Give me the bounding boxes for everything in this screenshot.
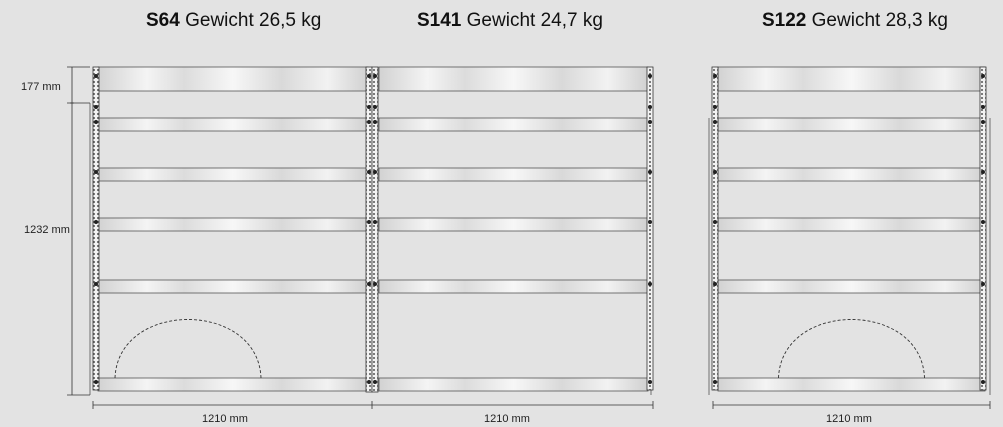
- shelf-board: [378, 217, 649, 232]
- mounting-hole: [373, 220, 377, 224]
- width-label-s64: 1210 mm: [202, 413, 248, 425]
- mounting-hole: [713, 282, 717, 286]
- shelf-board: [378, 167, 649, 182]
- mounting-hole: [94, 120, 98, 124]
- product-code: S122: [762, 10, 807, 31]
- mounting-hole: [713, 170, 717, 174]
- shelf-board: [378, 279, 649, 294]
- mounting-hole: [94, 282, 98, 286]
- upright-post: [371, 66, 379, 393]
- shelf-board: [717, 217, 986, 232]
- mounting-hole: [981, 282, 985, 286]
- mounting-hole: [713, 120, 717, 124]
- shelf-board: [717, 279, 986, 294]
- top-panel: [717, 66, 986, 92]
- mounting-hole: [373, 282, 377, 286]
- mounting-hole: [373, 170, 377, 174]
- mounting-hole: [981, 220, 985, 224]
- shelf-board: [717, 167, 986, 182]
- product-code: S64: [146, 10, 180, 31]
- mounting-hole: [367, 282, 371, 286]
- title-s122: S122 Gewicht 28,3 kg: [762, 10, 948, 32]
- mounting-hole: [94, 220, 98, 224]
- shelf-board: [378, 117, 649, 132]
- width-dimension: [92, 401, 991, 409]
- mounting-hole: [648, 74, 652, 78]
- title-s141: S141 Gewicht 24,7 kg: [417, 10, 603, 32]
- mounting-hole: [367, 380, 371, 384]
- mounting-hole: [367, 105, 371, 109]
- top-panel: [378, 66, 649, 92]
- shelf-board: [97, 167, 369, 182]
- mounting-hole: [648, 380, 652, 384]
- mounting-hole: [94, 74, 98, 78]
- mounting-hole: [648, 120, 652, 124]
- width-label-s122: 1210 mm: [826, 413, 872, 425]
- mounting-hole: [981, 74, 985, 78]
- top-height-label: 177 mm: [21, 81, 61, 93]
- upright-post: [92, 66, 100, 391]
- shelf-board: [97, 279, 369, 294]
- mounting-hole: [648, 220, 652, 224]
- mounting-hole: [367, 220, 371, 224]
- mounting-hole: [367, 74, 371, 78]
- mounting-hole: [367, 170, 371, 174]
- mounting-hole: [373, 74, 377, 78]
- upright-post: [365, 66, 373, 393]
- mounting-hole: [981, 105, 985, 109]
- height-dimension: [67, 66, 90, 396]
- mounting-hole: [367, 120, 371, 124]
- mounting-hole: [713, 380, 717, 384]
- top-panel: [97, 66, 369, 92]
- mounting-hole: [981, 120, 985, 124]
- mounting-hole: [713, 74, 717, 78]
- mounting-hole: [713, 105, 717, 109]
- upright-post: [646, 66, 654, 391]
- product-code: S141: [417, 10, 462, 31]
- shelf-board: [717, 117, 986, 132]
- product-weight: Gewicht 24,7 kg: [466, 10, 603, 31]
- mounting-hole: [94, 380, 98, 384]
- main-height-label: 1232 mm: [24, 224, 70, 236]
- shelf-board: [97, 377, 369, 392]
- mounting-hole: [94, 170, 98, 174]
- shelf-board: [97, 117, 369, 132]
- wheel-arch-outline: [114, 319, 262, 379]
- product-weight: Gewicht 26,5 kg: [185, 10, 322, 31]
- mounting-hole: [373, 120, 377, 124]
- mounting-hole: [648, 282, 652, 286]
- mounting-hole: [713, 220, 717, 224]
- title-s64: S64 Gewicht 26,5 kg: [146, 10, 321, 32]
- mounting-hole: [648, 105, 652, 109]
- mounting-hole: [94, 105, 98, 109]
- wheel-arch-outline: [778, 319, 925, 379]
- shelf-board: [97, 217, 369, 232]
- mounting-hole: [373, 105, 377, 109]
- shelf-board: [717, 377, 986, 392]
- shelf-units: [89, 66, 991, 395]
- mounting-hole: [981, 380, 985, 384]
- mounting-hole: [981, 170, 985, 174]
- upright-post: [711, 66, 719, 391]
- mounting-hole: [373, 380, 377, 384]
- product-weight: Gewicht 28,3 kg: [811, 10, 948, 31]
- mounting-hole: [648, 170, 652, 174]
- width-label-s141: 1210 mm: [484, 413, 530, 425]
- shelf-board: [378, 377, 649, 392]
- upright-post: [979, 66, 987, 391]
